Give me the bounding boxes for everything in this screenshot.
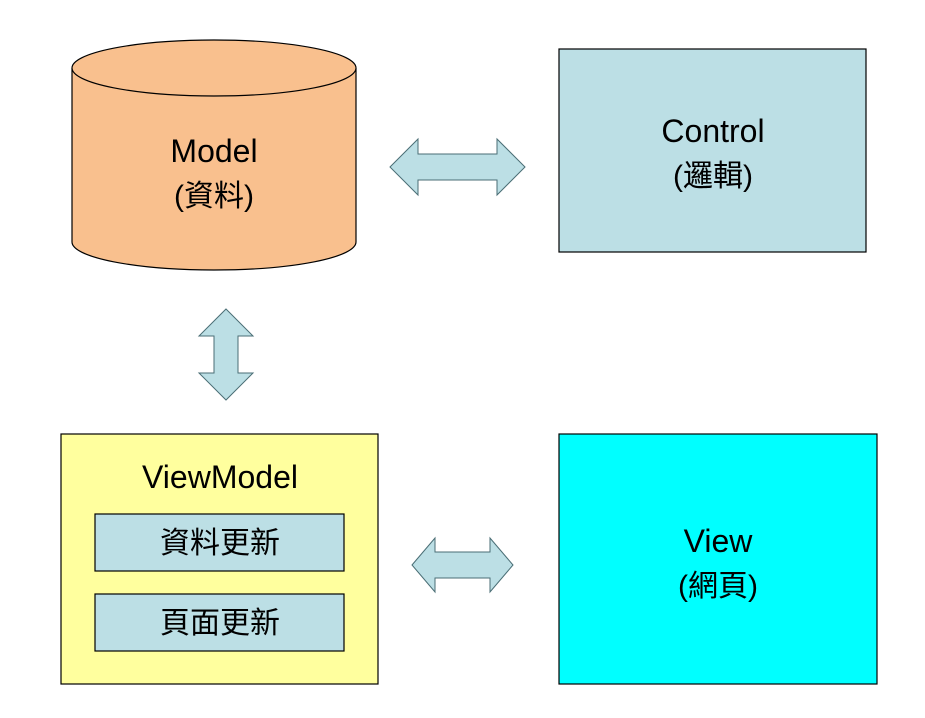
model-viewmodel-double-arrow — [197, 308, 255, 401]
model-control-double-arrow — [389, 137, 526, 197]
viewmodel-view-double-arrow — [411, 536, 514, 594]
viewmodel-item-label: 頁面更新 — [160, 606, 280, 641]
control-subtitle: (邏輯) — [673, 160, 753, 193]
view-title: View — [684, 523, 754, 559]
model-cylinder-top — [71, 39, 357, 97]
control-title: Control — [661, 113, 764, 149]
model-subtitle: (資料) — [174, 180, 254, 213]
model-node: Model (資料) — [71, 39, 357, 271]
model-title: Model — [170, 133, 257, 169]
model-cylinder-body — [71, 68, 357, 271]
control-node: Control (邏輯) — [558, 48, 867, 253]
connectors — [197, 137, 526, 594]
viewmodel-item-label: 資料更新 — [160, 526, 280, 561]
viewmodel-node: ViewModel 資料更新 頁面更新 — [60, 433, 379, 685]
viewmodel-title: ViewModel — [142, 459, 298, 495]
view-node: View (網頁) — [558, 433, 878, 685]
viewmodel-item-box — [94, 513, 345, 572]
view-box — [558, 433, 878, 685]
viewmodel-item-page-update: 頁面更新 — [94, 593, 345, 652]
viewmodel-item-data-update: 資料更新 — [94, 513, 345, 572]
control-box — [558, 48, 867, 253]
view-subtitle: (網頁) — [678, 570, 758, 603]
viewmodel-item-box — [94, 593, 345, 652]
